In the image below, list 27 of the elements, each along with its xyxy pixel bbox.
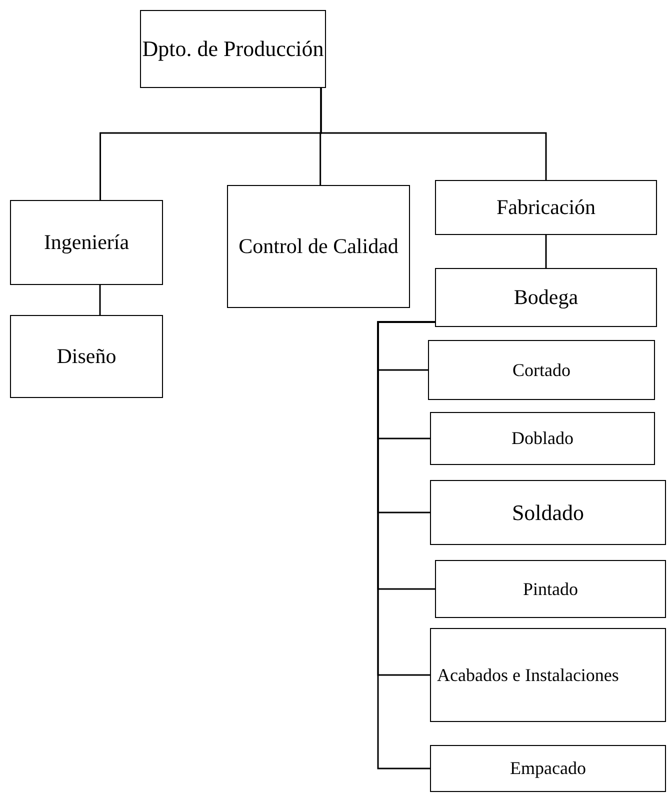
org-box bbox=[10, 315, 163, 398]
org-box bbox=[430, 628, 666, 722]
org-box bbox=[430, 412, 655, 465]
box-label: Soldado bbox=[512, 498, 584, 527]
org-box bbox=[435, 180, 657, 235]
connector-line bbox=[545, 235, 547, 268]
box-label: Ingeniería bbox=[44, 229, 130, 256]
box-label: Cortado bbox=[512, 358, 570, 382]
box-label: Dpto. de Producción bbox=[142, 35, 324, 64]
box-label: Acabados e Instalaciones bbox=[437, 664, 620, 687]
org-box bbox=[435, 560, 666, 618]
box-label: Empacado bbox=[510, 757, 586, 780]
connector-line bbox=[99, 285, 101, 315]
org-box bbox=[10, 200, 163, 285]
box-label: Bodega bbox=[514, 284, 578, 312]
box-label: Pintado bbox=[522, 578, 578, 601]
box-label: Diseño bbox=[56, 343, 116, 370]
org-box bbox=[430, 480, 666, 545]
box-label: Doblado bbox=[512, 427, 574, 450]
org-box bbox=[428, 340, 655, 400]
box-label: Fabricación bbox=[496, 194, 596, 222]
org-box bbox=[435, 268, 657, 327]
org-box bbox=[227, 185, 410, 308]
org-box bbox=[140, 10, 326, 88]
org-box bbox=[430, 745, 666, 792]
box-label: Control de Calidad bbox=[238, 233, 398, 260]
connector-line bbox=[320, 88, 547, 180]
